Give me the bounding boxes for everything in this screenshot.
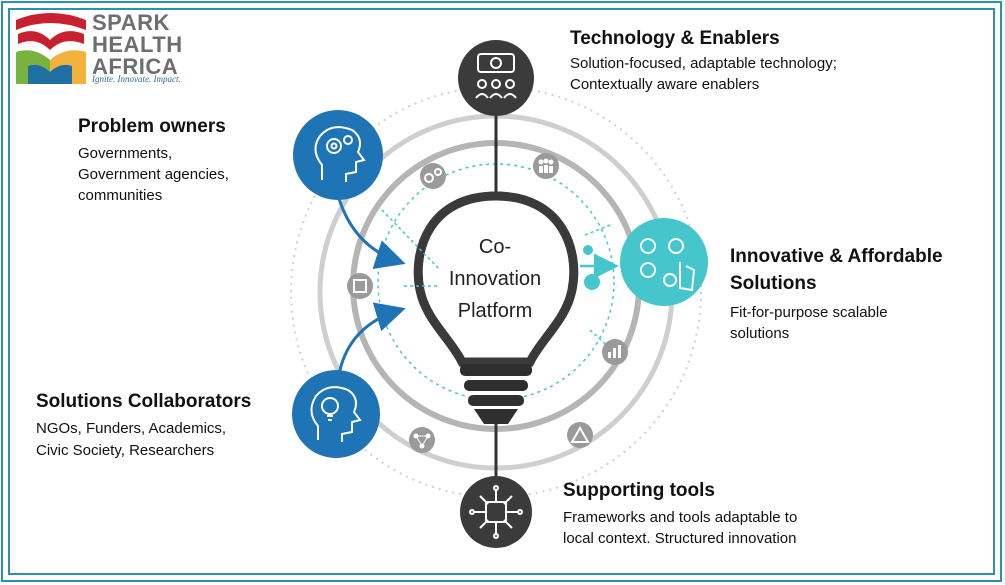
logo-line-1: SPARK <box>92 10 170 35</box>
innovative-title-2: Solutions <box>730 273 817 294</box>
circuit-chip-icon <box>469 485 523 539</box>
inner-frame <box>8 8 995 575</box>
problem-owners-desc-3: communities <box>78 187 163 204</box>
center-line-1: Co- <box>478 236 512 258</box>
chip-small-icon <box>347 273 373 299</box>
network-small-icon <box>409 427 435 453</box>
teal-dot-large <box>584 274 600 290</box>
logo-tagline: Ignite. Innovate. Impact. <box>92 74 181 84</box>
supporting-desc-1: Frameworks and tools adaptable to <box>563 509 798 526</box>
supporting-desc-2: local context. Structured innovation <box>563 530 797 547</box>
collaborators-arrow <box>336 302 406 381</box>
center-line-3: Platform <box>457 300 533 322</box>
innovative-desc-2: solutions <box>730 325 790 342</box>
bulb-graphic <box>413 191 579 424</box>
outer-dotted-ring <box>290 86 702 498</box>
supporting-title: Supporting tools <box>563 480 715 501</box>
chart-small-icon <box>602 339 628 365</box>
technology-desc-1: Solution-focused, adaptable technology; <box>570 55 837 72</box>
touch-solutions-icon <box>640 238 696 292</box>
collaborators-desc-1: NGOs, Funders, Academics, <box>36 420 227 437</box>
collaborators-title: Solutions Collaborators <box>36 391 252 412</box>
head-gear-icon <box>314 126 366 182</box>
technology-node <box>458 40 534 116</box>
problem-owners-title: Problem owners <box>78 116 226 137</box>
technology-title: Technology & Enablers <box>570 28 780 49</box>
innovative-title-1: Innovative & Affordable <box>730 246 943 267</box>
collaborators-desc-2: Civic Society, Researchers <box>36 442 215 459</box>
innovative-desc-1: Fit-for-purpose scalable <box>730 304 888 321</box>
problem-owners-desc-2: Government agencies, <box>78 166 229 183</box>
technology-desc-2: Contextually aware enablers <box>570 76 760 93</box>
problem-owners-node <box>293 110 383 200</box>
logo-line-2: HEALTH <box>92 32 183 57</box>
problem-owners-desc-1: Governments, <box>78 145 173 162</box>
spark-logo-mark <box>14 13 88 86</box>
people-idea-icon <box>475 53 517 99</box>
structure-small-icon <box>567 422 593 448</box>
supporting-node <box>460 476 532 548</box>
gears-small-icon <box>420 163 446 189</box>
collaborators-node <box>292 370 380 458</box>
innovative-node <box>620 218 708 306</box>
teal-dot <box>583 245 593 255</box>
head-bulb-icon <box>310 386 362 442</box>
center-line-2: Innovation <box>448 268 542 290</box>
logo-line-3: AFRICA <box>92 54 179 79</box>
people-small-icon <box>533 153 559 179</box>
